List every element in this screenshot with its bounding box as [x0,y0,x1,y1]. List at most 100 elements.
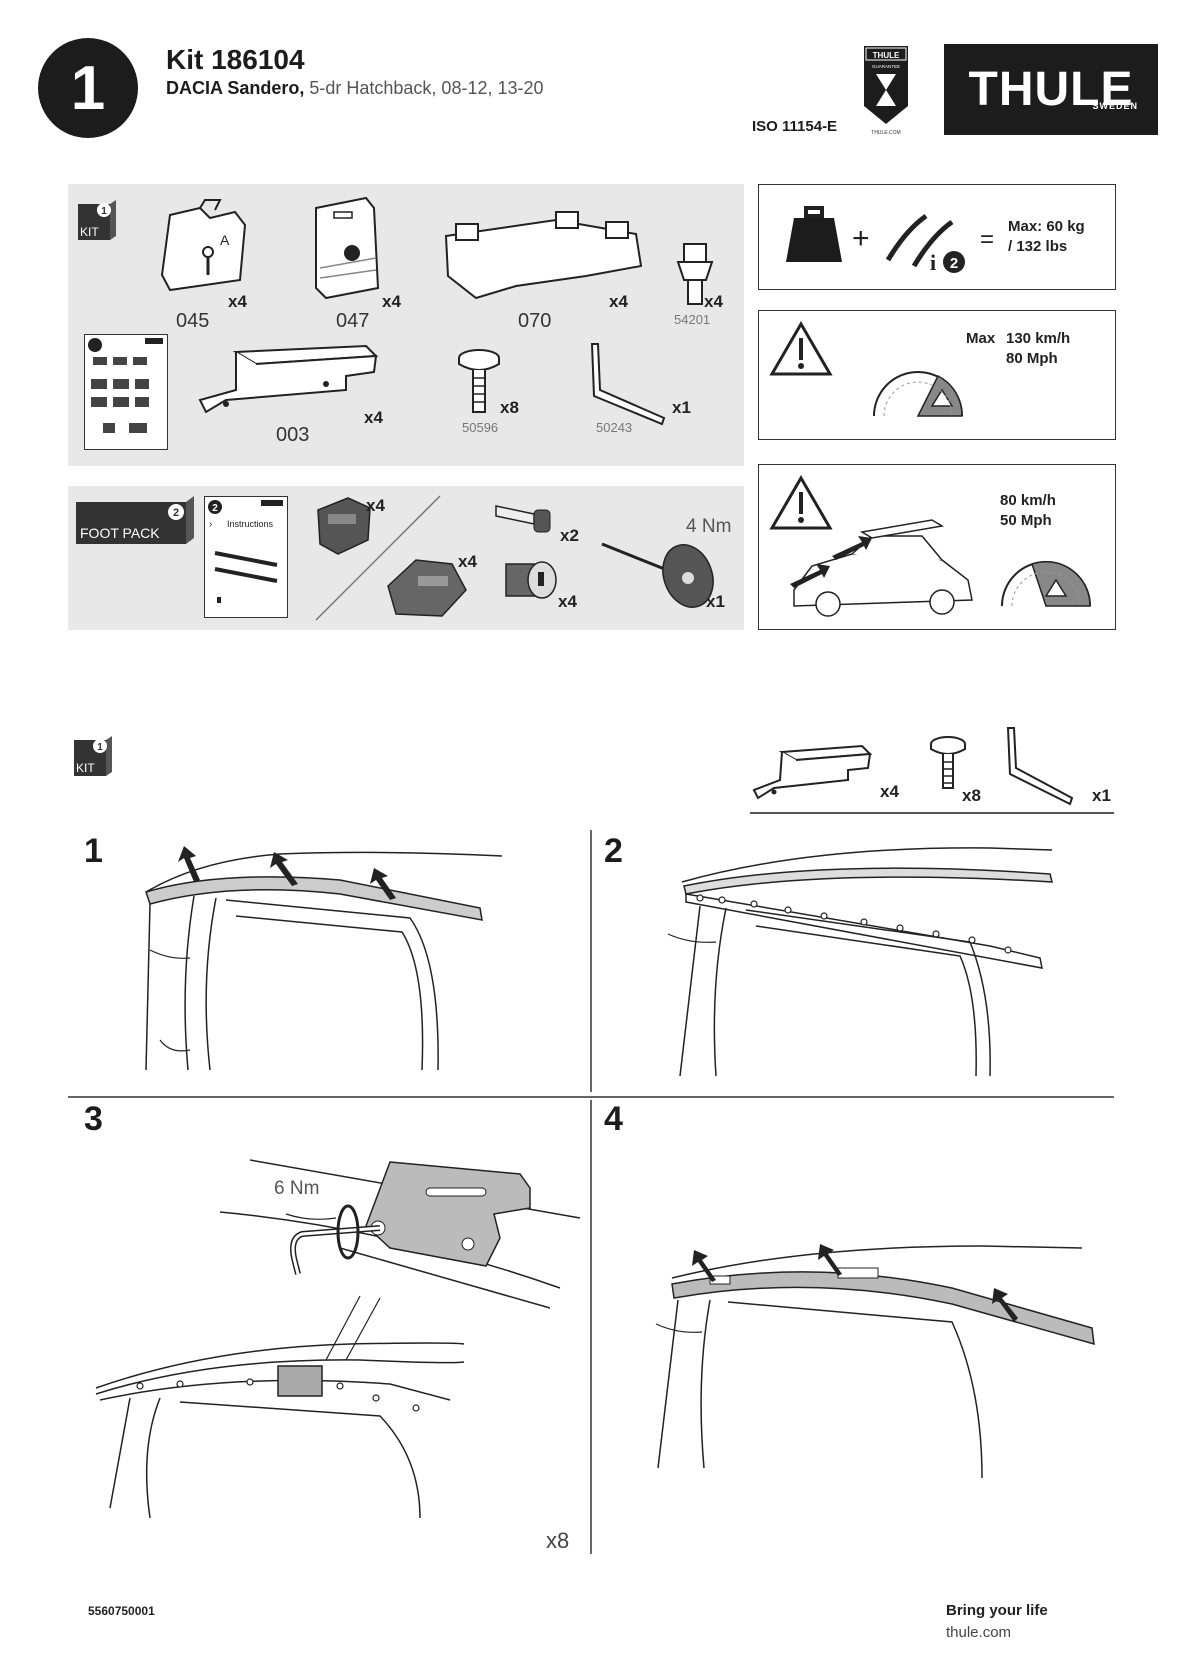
kit-badge: 1 KIT [78,200,116,240]
brand-slogan: Bring your life [946,1602,1048,1619]
document-number: 5560750001 [88,1604,155,1618]
rubber-pad-part-icon [444,211,643,300]
part-code: 045 [176,310,210,332]
guarantee-seal: THULE GUARANTEE THULE.COM [864,46,908,136]
step-number: 4 [604,1100,623,1138]
svg-text:1: 1 [97,742,103,753]
part-code: 047 [336,310,370,332]
nut-part-icon [676,243,714,305]
step-3-repeat-count: x8 [546,1528,570,1553]
allen-key-part-icon [1006,727,1074,806]
vehicle-details: 5-dr Hatchback, 08-12, 13-20 [309,78,544,98]
step-divider-vertical [590,1100,592,1554]
vehicle-subtitle: DACIA Sandero, 5-dr Hatchback, 08-12, 13… [166,78,544,99]
part-qty: x4 [609,292,628,311]
guarantee-bottom-text: THULE.COM [871,130,900,136]
brand-url[interactable]: thule.com [946,1624,1012,1641]
kit-title: Kit 186104 [166,44,305,75]
part-code: 50596 [462,420,499,435]
kit-section-underline [750,812,1114,814]
booklet-illustration-icon [88,338,163,433]
svg-text:2: 2 [173,507,179,519]
instruction-booklet-thumbnail [84,334,168,450]
bracket-part-icon: A [160,199,247,292]
foot-qty: x4 [458,552,477,571]
part-qty: x4 [364,408,383,427]
part-qty: x8 [500,398,519,417]
kit-badge: 1 KIT [74,736,112,776]
iso-standard: ISO 11154-E [752,118,838,135]
roof-foot-icon [387,559,467,617]
lock-cylinder-icon [505,561,557,599]
part-qty: x1 [672,398,691,417]
max-load-lbs: / 132 lbs [1008,238,1068,255]
step-3-torque-label: 6 Nm [274,1178,320,1199]
section-part-qty: x1 [1092,786,1111,805]
screw-part-icon [930,736,966,789]
load-speed-kmh: 80 km/h [1000,492,1056,509]
key-qty: x2 [560,526,579,545]
lock-qty: x4 [558,592,577,611]
foot-qty: x4 [366,496,385,515]
car-with-load-icon [790,519,973,617]
booklet-instructions-label: Instructions [227,519,274,529]
svg-text:i: i [930,250,936,275]
step-3-illustration [95,1159,581,1519]
weight-icon [786,206,842,262]
thule-logo: THULE SWEDEN [944,44,1158,135]
max-label: Max [966,330,996,347]
key-icon [495,505,551,533]
max-speed-mph: 80 Mph [1006,350,1058,367]
svg-text:1: 1 [101,206,107,217]
section-part-qty: x4 [880,782,899,801]
guarantee-top-text: THULE [873,51,900,60]
step-number: 3 [84,1100,103,1138]
svg-text:›: › [209,519,212,530]
part-qty: x4 [704,292,723,311]
max-speed-kmh: 130 km/h [1006,330,1071,347]
svg-text:A: A [220,232,230,248]
equals-sign: = [980,226,995,253]
roof-bar-icon: i 2 [885,213,965,275]
warning-triangle-icon [769,475,833,530]
torque-tool-icon [601,542,714,608]
allen-key-part-icon [590,343,666,426]
svg-text:KIT: KIT [80,225,99,239]
page-number-badge: 1 [38,38,138,138]
plus-sign: + [852,222,870,255]
section-part-qty: x8 [962,786,981,805]
speedometer-icon [1001,560,1091,607]
step-divider-horizontal [68,1096,1114,1098]
roof-foot-icon [317,497,371,555]
vehicle-name: DACIA Sandero, [166,78,305,98]
part-qty: x4 [228,292,247,311]
max-load-kg: Max: 60 kg [1008,218,1085,235]
svg-text:KIT: KIT [76,761,95,775]
step-divider-vertical [590,830,592,1092]
screw-part-icon [458,349,500,413]
step-1-illustration [145,846,503,1071]
svg-text:FOOT PACK: FOOT PACK [80,525,160,541]
part-code: 003 [276,424,310,446]
step-4-illustration [655,1244,1095,1479]
step-number: 2 [604,832,623,870]
foot-pack-badge: 2 FOOT PACK [76,496,194,544]
part-code: 070 [518,310,552,332]
fit-plate-part-icon [752,744,873,800]
guarantee-mid-text: GUARANTEE [872,64,900,69]
warning-triangle-icon [769,321,833,376]
load-speed-mph: 50 Mph [1000,512,1052,529]
part-code: 54201 [674,312,711,327]
foot-pack-booklet-thumbnail: 2 › Instructions [204,496,288,618]
step-2-illustration [667,847,1053,1077]
pad-part-icon [315,196,380,300]
fit-plate-part-icon [198,344,379,414]
step-number: 1 [84,832,103,870]
foot-divider-line [315,495,441,621]
svg-text:2: 2 [212,503,218,514]
torque-label: 4 Nm [686,516,732,537]
torque-tool-qty: x1 [706,592,725,611]
speedometer-icon [873,371,963,417]
svg-text:2: 2 [950,255,958,272]
part-code: 50243 [596,420,633,435]
